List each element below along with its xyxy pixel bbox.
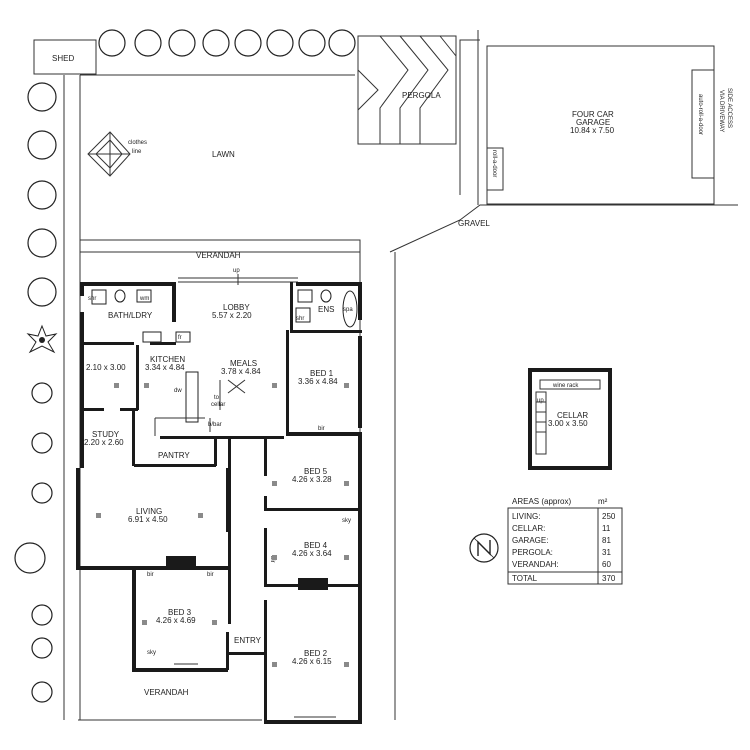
areas-row-pergola-label: PERGOLA: [512,548,553,557]
spa-label: spa [343,307,353,313]
sky-label-1: sky [342,518,351,524]
cellar-up-label: up [537,398,544,404]
kitchen-label: KITCHEN [150,355,185,364]
living-dims: 6.91 x 4.50 [128,515,168,524]
sky-label-3: sky [147,650,156,656]
bir-label-1: bir [318,426,325,432]
bed3-dims: 4.26 x 4.69 [156,616,196,625]
fixtures [91,289,358,718]
lawn-label: LAWN [212,150,235,159]
fr-label: fr [178,335,182,341]
clothes-line-label-1: clothes [128,140,147,146]
roll-a-door-side: roll-a-door [486,147,504,191]
garage-dimensions: 10.84 x 7.50 [570,126,615,135]
side-access-label-2: VIA DRIVEWAY [718,90,724,132]
bed3-label: BED 3 [168,608,192,617]
study-dims: 2.20 x 2.60 [84,438,124,447]
verandah-bottom-label: VERANDAH [144,688,189,697]
wm-label: wm [139,296,149,302]
study-label: STUDY [92,430,120,439]
gravel-label: GRAVEL [458,219,490,228]
bir-label-3b: bir [207,572,214,578]
bbar-label: b/bar [208,422,222,428]
markers [96,383,349,667]
bed5-dims: 4.26 x 3.28 [292,475,332,484]
pergola: PERGOLA [357,35,457,145]
auto-door-label: auto-roll-a-door [697,94,703,135]
areas-title: AREAS (approx) [512,497,571,506]
side-access-label-1: SIDE ACCESS [726,88,732,128]
clothes-line: clothes line [87,131,147,177]
bed2-label: BED 2 [304,649,328,658]
north-arrow-icon [469,533,499,563]
clothes-line-label-2: line [132,149,142,155]
cellar-label: CELLAR [557,411,588,420]
areas-row-garage-value: 81 [602,536,611,545]
areas-row-verandah-value: 60 [602,560,611,569]
bed1-label: BED 1 [310,369,334,378]
areas-table: AREAS (approx) m² LIVING: 250 CELLAR: 11… [507,497,623,585]
to-cellar-label-1: to [214,395,220,401]
up-label-main: up [233,268,240,274]
bed4-dims: 4.26 x 3.64 [292,549,332,558]
shr-label-1: shr [88,296,96,302]
bed1-dims: 3.36 x 4.84 [298,377,338,386]
pergola-label: PERGOLA [402,91,441,100]
areas-row-cellar-label: CELLAR: [512,524,545,533]
room-labels: shr wm BATH/LDRY LOBBY 5.57 x 2.20 shr E… [84,296,353,666]
areas-row-pergola-value: 31 [602,548,611,557]
ens-label: ENS [318,305,334,314]
meals-label: MEALS [230,359,257,368]
to-cellar-label-2: cellar [211,402,225,408]
bed2-dims: 4.26 x 6.15 [292,657,332,666]
garage-title: FOUR CAR [572,110,614,119]
bir-label-3a: bir [147,572,154,578]
room210-dims: 2.10 x 3.00 [86,363,126,372]
garage: FOUR CAR GARAGE 10.84 x 7.50 auto-roll-a… [486,45,732,205]
pantry-label: PANTRY [158,451,190,460]
bed4-label: BED 4 [304,541,328,550]
bed5-label: BED 5 [304,467,328,476]
wine-rack-label: wine rack [552,383,579,389]
entry-label: ENTRY [234,636,262,645]
areas-row-living-value: 250 [602,512,616,521]
roll-door-label: roll-a-door [491,150,497,177]
tree-row-top [98,29,356,57]
areas-row-cellar-value: 11 [602,524,611,533]
shr-label-2: shr [296,316,304,322]
garage-title-2: GARAGE [576,118,610,127]
shed: SHED [33,39,97,75]
cellar-dims: 3.00 x 3.50 [548,419,588,428]
kitchen-dims: 3.34 x 4.84 [145,363,185,372]
lobby-dims: 5.57 x 2.20 [212,311,252,320]
areas-total-value: 370 [602,574,616,583]
living-label: LIVING [136,507,162,516]
areas-unit: m² [598,497,608,506]
areas-row-garage-label: GARAGE: [512,536,548,545]
palm-icon [26,324,58,354]
areas-row-living-label: LIVING: [512,512,540,521]
tree-column-left [14,82,58,703]
areas-row-verandah-label: VERANDAH: [512,560,559,569]
shed-label: SHED [52,54,74,63]
bath-ldry-label: BATH/LDRY [108,311,153,320]
lobby-label: LOBBY [223,303,250,312]
house-walls [76,282,362,724]
cellar: wine rack up CELLAR 3.00 x 3.50 [528,368,612,470]
meals-dims: 3.78 x 4.84 [221,367,261,376]
verandah-top-label: VERANDAH [196,251,241,260]
dw-label: dw [174,388,182,394]
areas-total-label: TOTAL [512,574,538,583]
